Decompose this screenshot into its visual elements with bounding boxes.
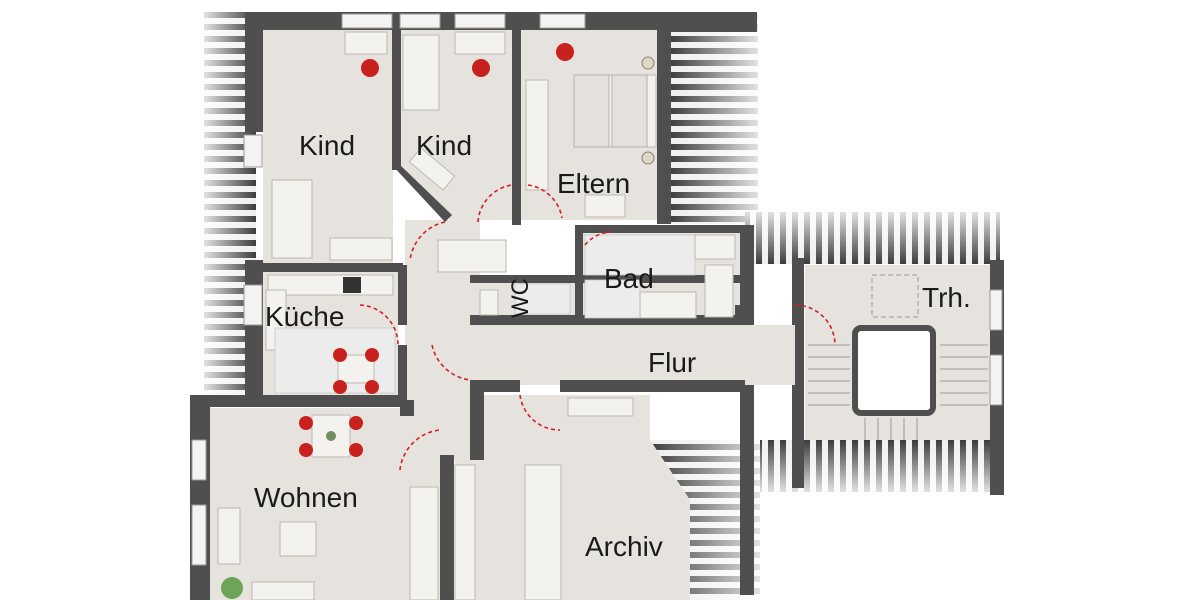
room-label-treppenhaus: Trh. [922,282,971,313]
flur-table [437,239,507,273]
bed-kind-left [271,179,313,259]
archiv-shelf-2 [524,464,562,600]
plant [221,577,243,599]
chair-kind-left [361,59,379,77]
shower [704,264,734,318]
room-label-flur: Flur [648,347,696,378]
bathtub [639,291,697,319]
chair-eltern [556,43,574,61]
toilet [479,289,499,316]
furniture [217,31,988,600]
stair-steps [808,344,988,440]
windows [191,13,1003,566]
room-label-wc: WC [507,278,534,318]
room-label-wohnen: Wohnen [254,482,358,513]
room-label-bad: Bad [604,263,654,294]
interior-walls [210,30,749,600]
chair-kind-right [472,59,490,77]
room-label-archiv: Archiv [585,531,663,562]
floor-archiv [455,395,690,600]
room-label-kueche: Küche [265,301,344,332]
room-label-kind-left: Kind [299,130,355,161]
archiv-shelf-1 [454,464,476,600]
floor-flur [440,325,795,385]
door-swings [359,184,836,471]
room-label-kind-right: Kind [416,130,472,161]
bed-kind-right [402,34,440,111]
skylight [871,274,919,318]
stair-well [852,325,936,416]
kitchen-counter [267,274,394,296]
room-label-eltern: Eltern [557,168,630,199]
coffee-table [279,521,317,557]
wardrobe [525,79,549,191]
shelf-wohnen [409,486,439,600]
sofa [217,507,241,565]
